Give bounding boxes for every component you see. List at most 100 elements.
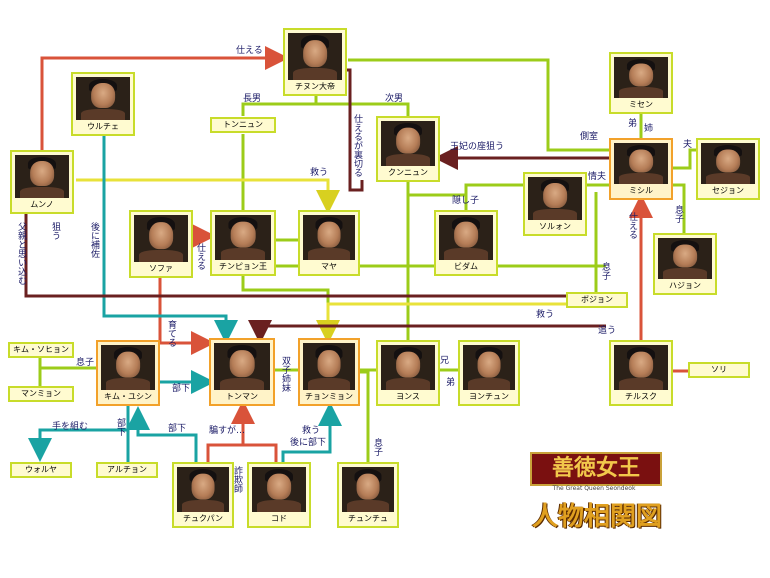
portrait-image	[381, 121, 435, 166]
label-te-kumu: 手を組む	[52, 422, 89, 432]
line-munno-chinu	[40, 46, 289, 150]
line-sofa-tonman	[158, 278, 215, 355]
name-box-manmyon[interactable]: マンミョン	[8, 386, 74, 402]
label-chichioya: 父親と思い込む	[16, 222, 26, 285]
logo-subtitle: The Great Queen Seondeok	[552, 485, 636, 492]
name-box-kimsohyon[interactable]: キム・ソヒョン	[8, 342, 74, 358]
label-tsukaeru-misil: 仕える	[627, 212, 637, 239]
person-name: チョンミョン	[305, 392, 353, 401]
line-sokushitsu	[348, 58, 609, 152]
person-name: コド	[271, 514, 287, 523]
person-card-kunnyun[interactable]: クンニュン	[376, 116, 440, 182]
label-ou: 追う	[598, 326, 617, 336]
person-card-misil[interactable]: ミシル	[609, 138, 673, 200]
label-kakushigo: 隠し子	[452, 196, 480, 206]
person-card-chinu[interactable]: チヌン大帝	[283, 28, 347, 96]
label-otouto2: 弟	[446, 378, 456, 388]
line-chirusuku-tonman	[248, 320, 606, 344]
label-tsukaeru-urag: 仕えるが裏切る	[352, 114, 362, 177]
person-name: ミシル	[629, 186, 653, 195]
portrait-image	[15, 155, 69, 198]
portrait-image	[288, 33, 342, 80]
person-card-munno[interactable]: ムンノ	[10, 150, 74, 214]
person-name: ミセン	[629, 100, 653, 109]
label-tsukaeru-sofa: 仕える	[195, 243, 205, 270]
name-box-aruchon[interactable]: アルチョン	[96, 462, 158, 478]
label-musuko-chun: 息子	[372, 438, 382, 456]
portrait-image	[101, 345, 155, 390]
person-card-hajon[interactable]: ハジョン	[653, 233, 717, 295]
line-munno-bojon	[24, 205, 566, 298]
label-otto: 夫	[683, 140, 693, 150]
diagram-caption: 人物相関図	[531, 502, 662, 532]
label-nochi-hosa: 後に補佐	[89, 222, 99, 258]
person-card-urche[interactable]: ウルチェ	[71, 72, 135, 136]
label-sukuu-chon: 救う	[302, 426, 321, 436]
label-buka-aru: 部下	[115, 418, 125, 436]
line-bojon-chonmyon	[316, 302, 566, 344]
line-kodo-tonman	[243, 443, 278, 462]
person-card-chonmyon[interactable]: チョンミョン	[298, 338, 360, 406]
portrait-image	[252, 467, 306, 512]
person-name: ヨンス	[396, 392, 420, 401]
line-misil-husband	[673, 148, 696, 170]
label-musuko-bojon: 息子	[600, 262, 610, 280]
person-name: ソルォン	[539, 222, 571, 231]
person-name: ソファ	[149, 264, 173, 273]
person-name: チルスク	[625, 392, 657, 401]
line-kunnyun-chinu	[346, 68, 364, 192]
label-sokushitsu: 側室	[580, 132, 599, 142]
label-buka-chuku: 部下	[168, 424, 187, 434]
portrait-image	[214, 343, 270, 390]
person-card-chukupan[interactable]: チュクパン	[172, 462, 234, 528]
name-box-sori[interactable]: ソリ	[688, 362, 750, 378]
label-ani: 兄	[440, 356, 450, 366]
label-musuko-yusin: 息子	[76, 358, 95, 368]
line-misil-sorwon-bidam	[464, 183, 525, 195]
person-card-yonsu[interactable]: ヨンス	[376, 340, 440, 406]
person-card-chinpyon[interactable]: チンピョン王	[210, 210, 276, 276]
label-chounan: 長男	[243, 94, 262, 104]
portrait-image	[614, 345, 668, 390]
label-musuko-hajon: 息子	[673, 205, 683, 223]
line-misil-hajon	[673, 183, 686, 233]
label-oukisa: 王妃の座狙う	[450, 142, 505, 152]
portrait-image	[701, 143, 755, 184]
name-box-woruya[interactable]: ウォルヤ	[10, 462, 72, 478]
label-sodateru: 育てる	[166, 320, 176, 347]
portrait-image	[134, 215, 188, 262]
label-jofu: 情夫	[588, 172, 607, 182]
label-nochi-buka: 後に部下	[290, 438, 327, 448]
portrait-image	[614, 57, 668, 98]
person-card-yusin[interactable]: キム・ユシン	[96, 340, 160, 406]
person-card-kodo[interactable]: コド	[247, 462, 311, 528]
person-name: マヤ	[321, 262, 337, 271]
person-card-maya[interactable]: マヤ	[298, 210, 360, 276]
line-kodo-chonmyon	[281, 402, 342, 462]
portrait-image	[463, 345, 515, 390]
name-box-bojon[interactable]: ボジョン	[566, 292, 628, 308]
person-card-sejon[interactable]: セジョン	[696, 138, 760, 200]
person-card-bidam[interactable]: ビダム	[434, 210, 498, 276]
label-damasu: 騙すが…	[209, 426, 246, 436]
person-card-chunchu[interactable]: チュンチュ	[337, 462, 399, 528]
portrait-image	[76, 77, 130, 120]
person-name: ハジョン	[669, 281, 701, 290]
person-name: チンピョン王	[219, 262, 267, 271]
label-futago: 双子姉妹	[280, 356, 290, 392]
portrait-image	[658, 238, 712, 279]
portrait-image	[342, 467, 394, 512]
portrait-image	[177, 467, 229, 512]
person-card-tonman[interactable]: トンマン	[209, 338, 275, 406]
label-tsukaeru-top: 仕える	[236, 46, 263, 56]
person-card-chirusuku[interactable]: チルスク	[609, 340, 673, 406]
person-card-yonchun[interactable]: ヨンチュン	[458, 340, 520, 406]
person-card-sofa[interactable]: ソファ	[129, 210, 193, 278]
person-name: チュクパン	[183, 514, 223, 523]
line-chonmyon-chunchu	[360, 370, 370, 462]
label-ane: 姉	[644, 124, 654, 134]
person-card-misen[interactable]: ミセン	[609, 52, 673, 114]
person-card-sorwon[interactable]: ソルォン	[523, 172, 587, 236]
name-box-tonnyun[interactable]: トンニュン	[210, 117, 276, 133]
portrait-image	[439, 215, 493, 260]
